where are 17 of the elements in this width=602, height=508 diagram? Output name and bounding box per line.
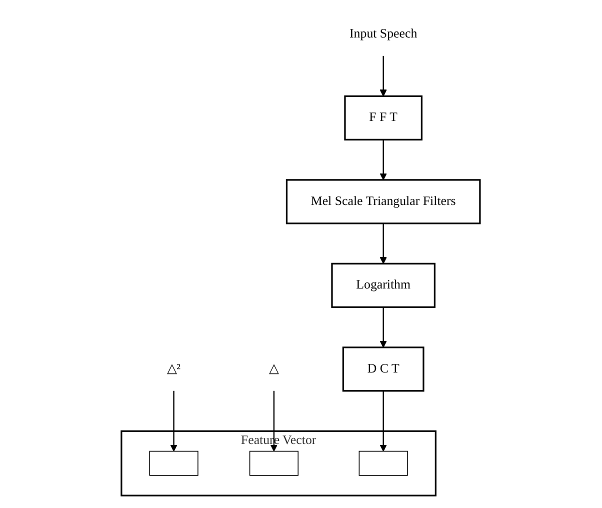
arrow — [380, 390, 388, 452]
node-box — [150, 450, 199, 476]
node-text: △² — [167, 362, 181, 376]
node-box — [359, 450, 408, 476]
arrow — [380, 140, 388, 180]
arrow — [380, 223, 388, 264]
node-box: D C T — [342, 346, 425, 392]
node-text: Input Speech — [350, 26, 418, 41]
node-box — [250, 450, 299, 476]
arrow — [170, 390, 178, 452]
node-box: Logarithm — [331, 262, 436, 308]
node-box: F F T — [344, 95, 423, 140]
arrow — [380, 56, 388, 96]
arrow — [270, 390, 278, 452]
node-box: Mel Scale Triangular Filters — [286, 179, 482, 224]
node-text: △ — [269, 362, 280, 376]
arrow — [380, 307, 388, 348]
